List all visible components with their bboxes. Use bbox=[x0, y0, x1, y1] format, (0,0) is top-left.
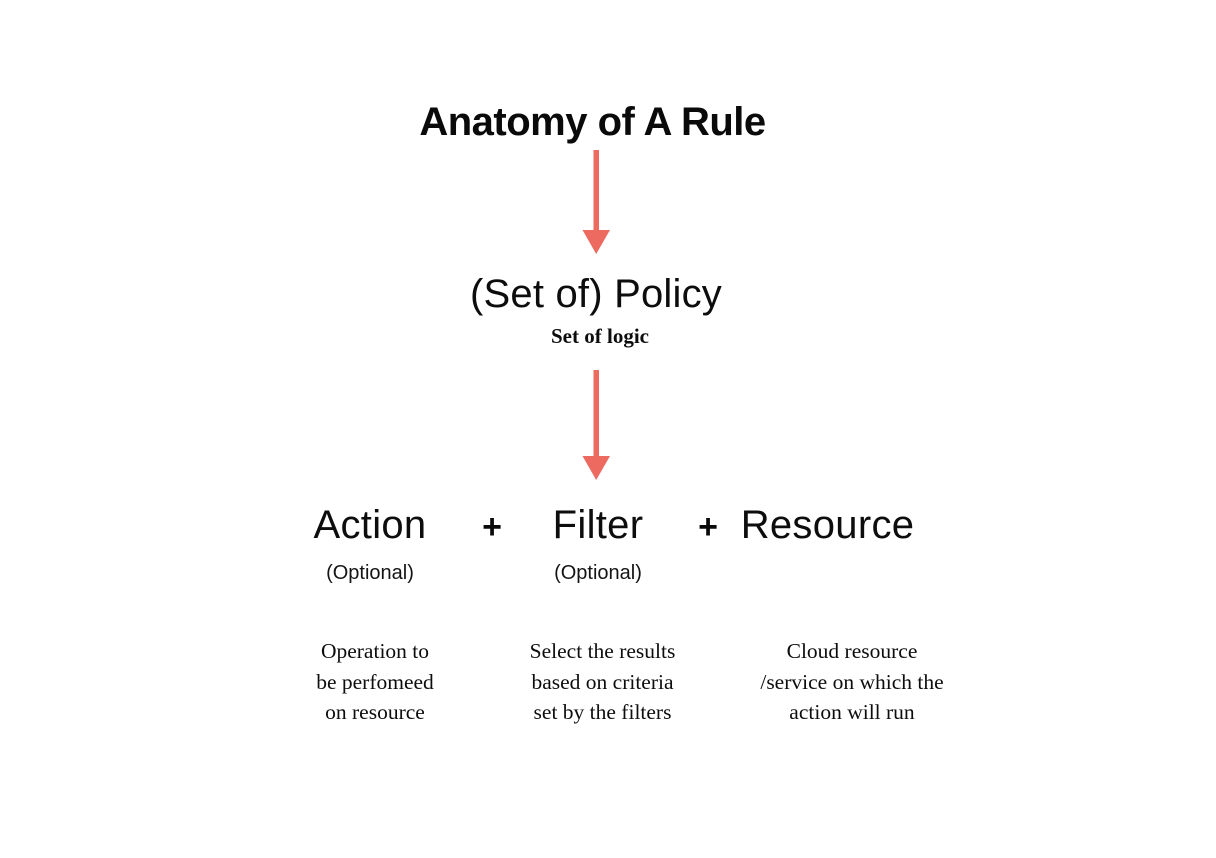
policy-subtitle: Set of logic bbox=[551, 324, 649, 348]
component-term-filter: Filter bbox=[552, 503, 644, 547]
page-title: Anatomy of A Rule bbox=[419, 100, 766, 144]
description-resource-line-1: Cloud resource bbox=[786, 639, 918, 663]
policy-label: (Set of) Policy bbox=[470, 272, 722, 316]
description-filter-line-1: Select the results bbox=[529, 639, 676, 663]
description-resource: Cloud resource /service on which the act… bbox=[723, 636, 981, 728]
description-filter: Select the results based on criteria set… bbox=[500, 636, 705, 728]
plus-operator-1: + bbox=[482, 508, 502, 546]
plus-operator-2: + bbox=[698, 508, 718, 546]
description-action: Operation to be perfomeed on resource bbox=[285, 636, 465, 728]
optional-label-filter: (Optional) bbox=[554, 562, 642, 584]
description-resource-line-2: /service on which the bbox=[760, 669, 944, 694]
arrow-title-to-policy bbox=[582, 150, 610, 254]
description-action-line-2: be perfomeed bbox=[316, 669, 434, 694]
component-term-resource: Resource bbox=[740, 503, 915, 547]
component-term-action: Action bbox=[313, 503, 427, 547]
description-action-line-1: Operation to bbox=[320, 639, 430, 663]
optional-label-action: (Optional) bbox=[326, 562, 414, 584]
description-resource-line-3: action will run bbox=[789, 700, 915, 724]
components-row: Action + Filter + Resource bbox=[300, 503, 925, 557]
arrow-policy-to-components bbox=[582, 370, 610, 480]
description-filter-line-2: based on criteria bbox=[531, 669, 674, 694]
description-action-line-3: on resource bbox=[325, 700, 425, 724]
description-filter-line-3: set by the filters bbox=[533, 700, 672, 724]
